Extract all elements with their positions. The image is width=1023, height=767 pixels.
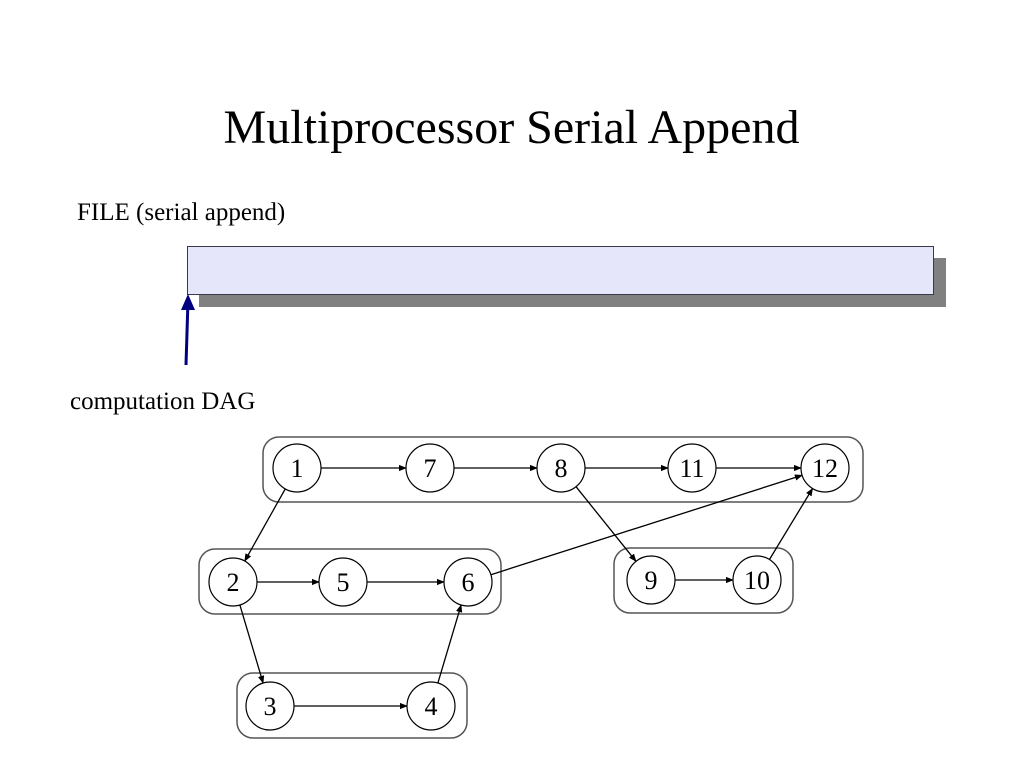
dag-node-10: 10	[732, 555, 782, 605]
node-label: 9	[645, 566, 658, 595]
dag-node-8: 8	[536, 443, 586, 493]
node-label: 12	[812, 454, 838, 483]
edge-4-to-6	[437, 604, 463, 684]
node-label: 4	[425, 692, 438, 721]
edge-1-to-2	[244, 488, 286, 562]
node-circle	[405, 443, 455, 493]
node-label: 10	[744, 566, 770, 595]
dag-node-4: 4	[406, 681, 456, 731]
group-thread-d	[236, 672, 468, 739]
node-label: 6	[462, 568, 475, 597]
node-circle	[208, 557, 258, 607]
node-label: 8	[555, 454, 568, 483]
slide-title: Multiprocessor Serial Append	[223, 101, 800, 154]
node-circle	[667, 443, 717, 493]
dag-node-1: 1	[272, 443, 322, 493]
group-thread-b	[198, 548, 502, 615]
dag-node-9: 9	[626, 555, 676, 605]
dag-node-7: 7	[405, 443, 455, 493]
edge-8-to-9	[575, 486, 637, 562]
node-label: 11	[679, 454, 704, 483]
dag-node-12: 12	[800, 443, 850, 493]
append-pointer-arrowhead	[181, 294, 195, 310]
node-circle	[318, 557, 368, 607]
node-circle	[272, 443, 322, 493]
node-label: 1	[291, 454, 304, 483]
file-box	[187, 246, 934, 295]
dag-label: computation DAG	[70, 388, 256, 415]
node-label: 5	[337, 568, 350, 597]
node-circle	[800, 443, 850, 493]
edge-2-to-3	[239, 604, 265, 684]
dag-node-2: 2	[208, 557, 258, 607]
group-thread-c	[613, 547, 794, 614]
edge-6-to-12	[490, 474, 803, 576]
dag-node-5: 5	[318, 557, 368, 607]
node-circle	[406, 681, 456, 731]
node-circle	[245, 681, 295, 731]
node-circle	[626, 555, 676, 605]
dag-node-6: 6	[443, 557, 493, 607]
group-thread-a	[262, 436, 864, 503]
node-circle	[536, 443, 586, 493]
file-label: FILE (serial append)	[77, 199, 286, 226]
node-circle	[732, 555, 782, 605]
node-circle	[443, 557, 493, 607]
append-pointer-arrow-icon	[184, 299, 190, 366]
node-label: 3	[264, 692, 277, 721]
dag-node-11: 11	[667, 443, 717, 493]
node-label: 2	[227, 568, 240, 597]
edge-10-to-12	[768, 487, 814, 560]
node-label: 7	[424, 454, 437, 483]
dag-node-3: 3	[245, 681, 295, 731]
